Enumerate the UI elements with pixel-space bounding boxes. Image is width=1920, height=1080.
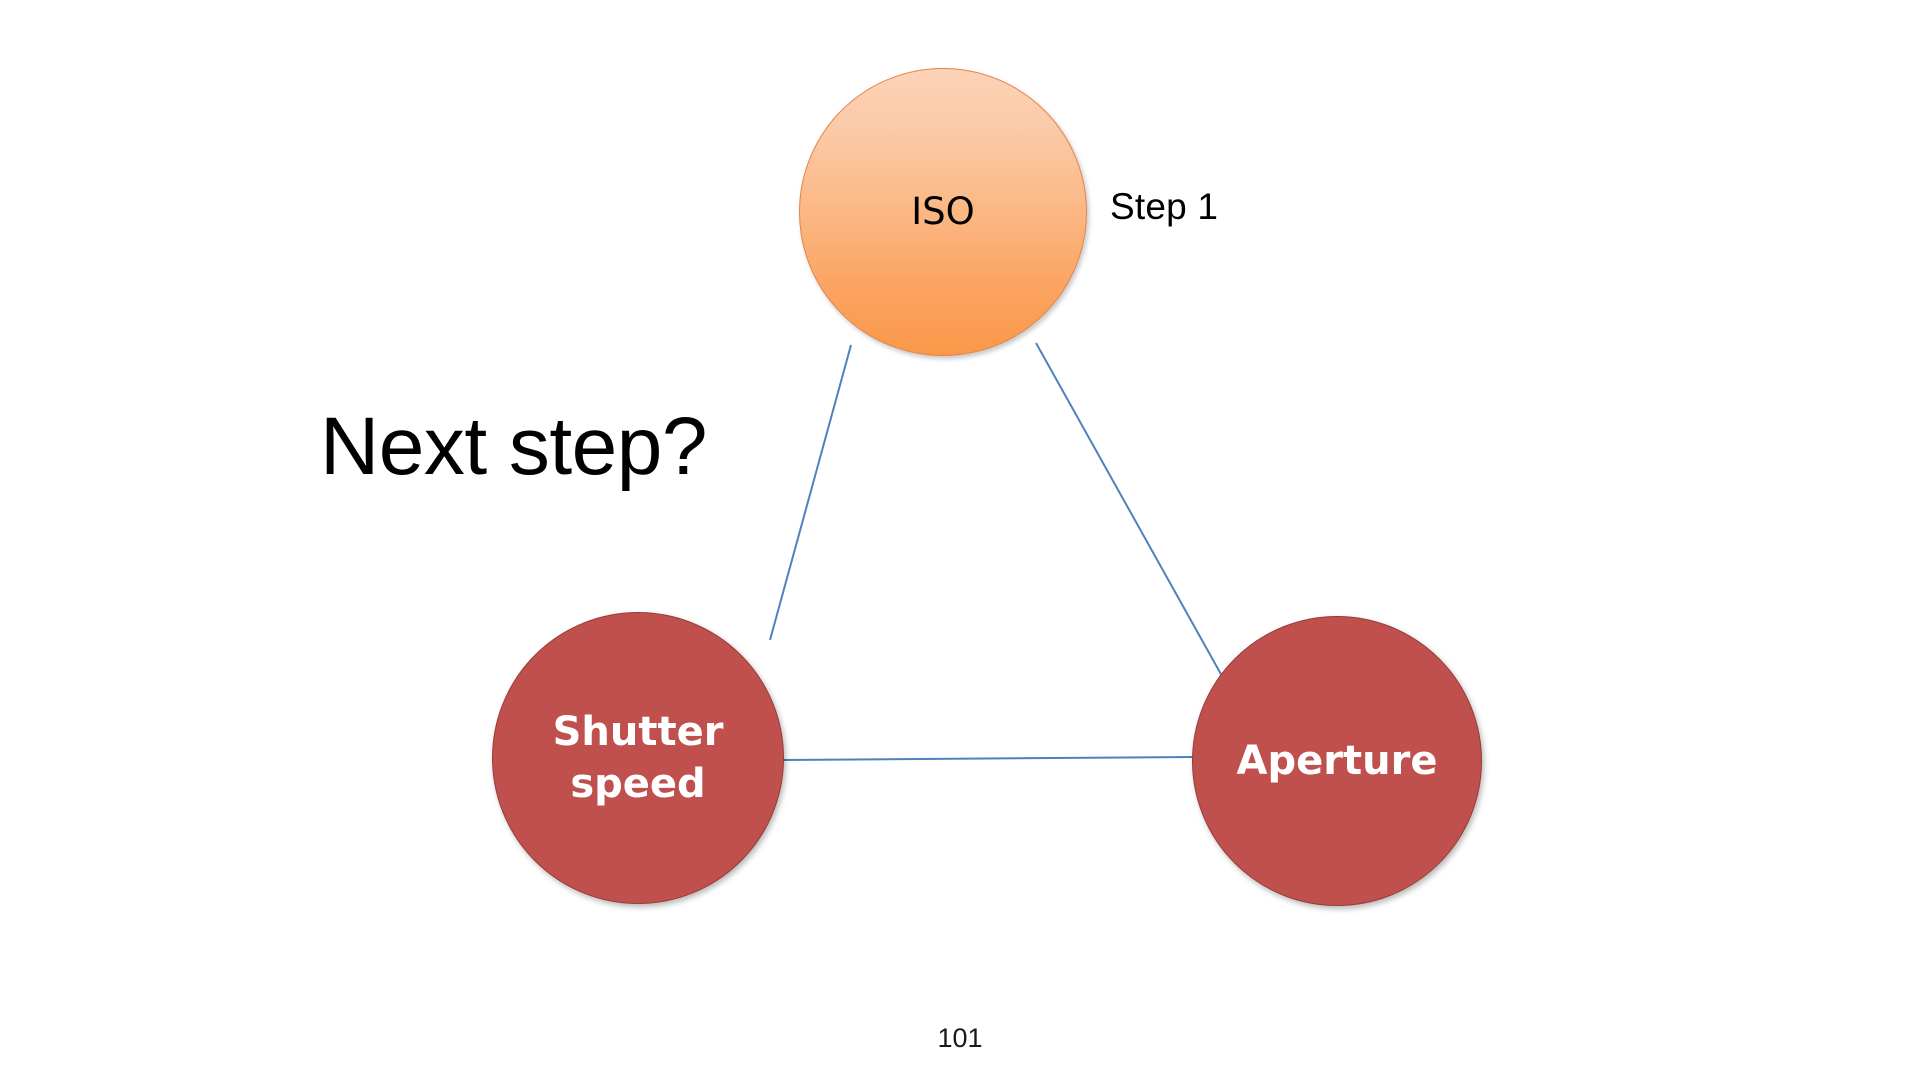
connector-iso-to-shutter [769, 344, 852, 641]
page-title: Next step? [320, 401, 707, 492]
connector-shutter-to-aperture [782, 756, 1195, 761]
node-shutter-speed[interactable]: Shutter speed [492, 612, 784, 904]
node-iso-label: ISO [911, 189, 975, 233]
node-aperture[interactable]: Aperture [1192, 616, 1482, 906]
node-shutter-speed-label: Shutter speed [553, 706, 724, 810]
connector-iso-to-aperture [1035, 342, 1223, 677]
node-shutter-speed-label-line2: speed [570, 761, 706, 807]
node-iso[interactable]: ISO [799, 68, 1087, 356]
node-aperture-label: Aperture [1236, 738, 1438, 784]
slide-page-number: 101 [937, 1023, 983, 1053]
node-shutter-speed-label-line1: Shutter [552, 709, 724, 755]
step-annotation-label: Step 1 [1110, 186, 1219, 227]
